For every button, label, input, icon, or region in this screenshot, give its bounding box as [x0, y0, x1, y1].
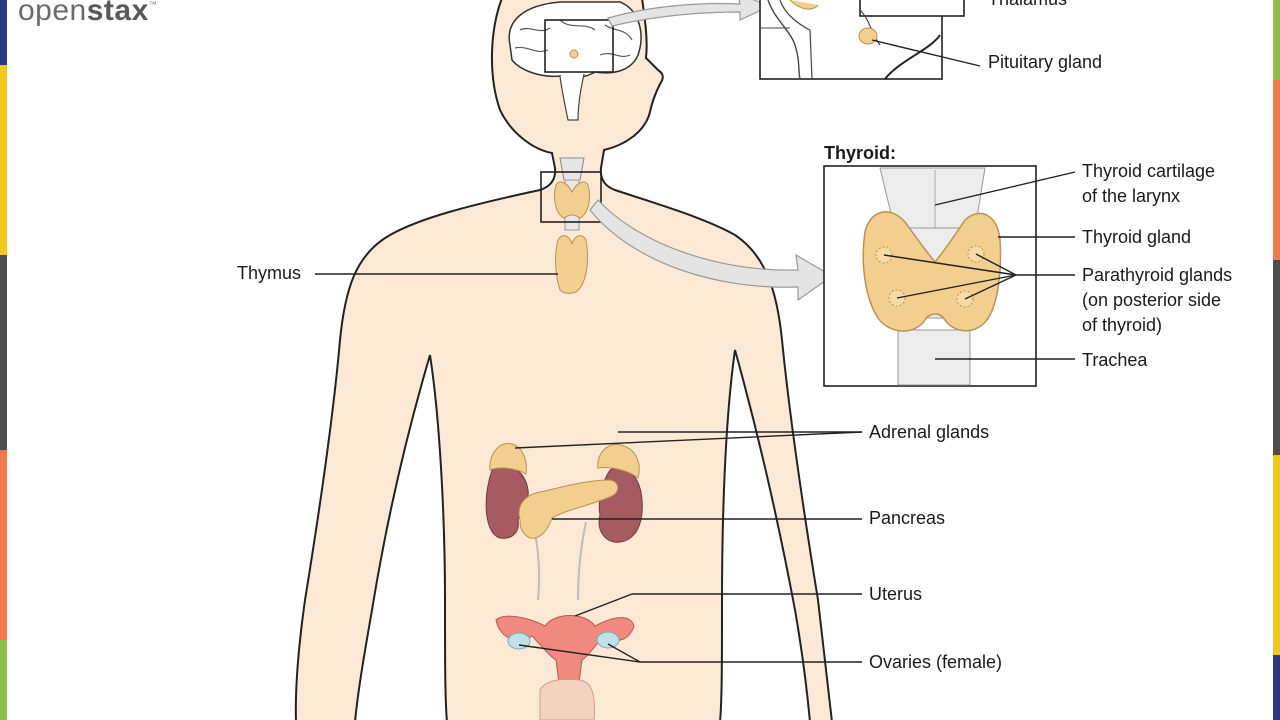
brain-illustration [508, 1, 642, 121]
label-thyroid-cartilage-line1: Thyroid cartilage [1082, 161, 1216, 181]
body-silhouette [294, 0, 833, 720]
thyroid-inset [823, 165, 1037, 387]
pancreas [518, 479, 619, 539]
label-pituitary-gland: Pituitary gland [988, 52, 1103, 72]
thymus-gland [555, 235, 589, 294]
right-edge-stripe [1273, 0, 1280, 720]
label-parathyroid-line3: of thyroid) [1082, 315, 1163, 335]
label-thalamus: Thalamus [988, 0, 1067, 11]
arrow-to-thyroid-inset [589, 199, 834, 302]
ovaries [507, 631, 620, 650]
brain-zoom-box [544, 19, 614, 73]
openstax-logo: openstax™ [18, 0, 158, 27]
label-uterus: Uterus [869, 584, 923, 604]
label-thyroid-gland: Thyroid gland [1082, 227, 1192, 247]
pituitary-inset [759, 0, 965, 80]
label-ovaries: Ovaries (female) [869, 652, 1003, 672]
neck-thyroid-small [553, 157, 591, 231]
left-edge-stripe [0, 0, 7, 720]
adrenal-glands [489, 442, 640, 479]
label-trachea: Trachea [1082, 350, 1148, 370]
label-parathyroid-line1: Parathyroid glands [1082, 265, 1233, 285]
label-thyroid-cartilage-line2: of the larynx [1082, 186, 1181, 206]
arrow-to-pituitary-inset [607, 0, 772, 27]
label-parathyroid-line2: (on posterior side [1082, 290, 1222, 310]
thyroid-zoom-box [540, 171, 602, 223]
label-thymus: Thymus [237, 263, 302, 283]
label-adrenal-glands: Adrenal glands [869, 422, 990, 442]
pituitary-leader [871, 39, 981, 67]
thyroid-inset-title: Thyroid: [824, 143, 896, 163]
label-pancreas: Pancreas [869, 508, 946, 528]
